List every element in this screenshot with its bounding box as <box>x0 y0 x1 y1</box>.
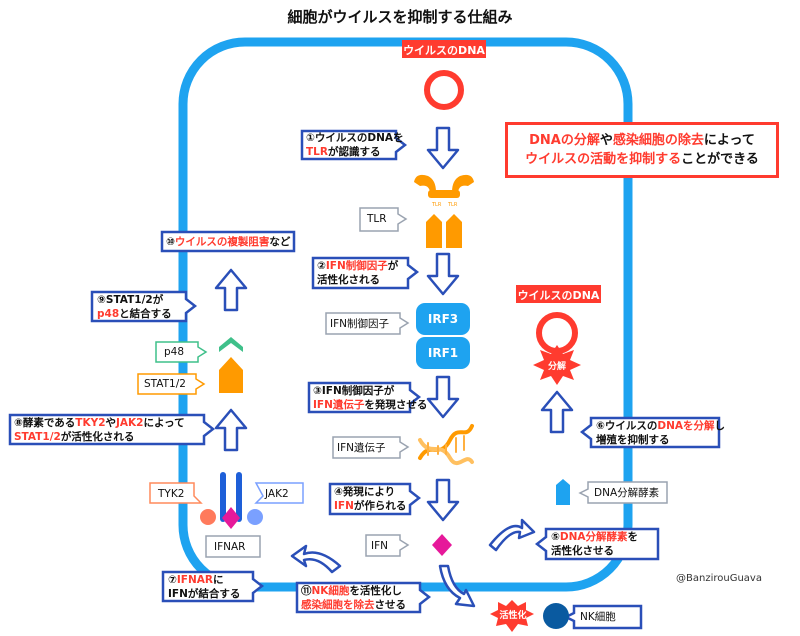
ifn-factor-label: IFN制御因子 <box>330 318 389 330</box>
step5-text: ⑤DNA分解酵素を活性化させる <box>551 531 639 557</box>
irf1-label: IRF1 <box>427 346 459 360</box>
tlr-receptor: TLR TLR <box>414 174 474 248</box>
irf3-label: IRF3 <box>427 312 459 326</box>
activate-label: 活性化 <box>499 611 527 621</box>
p48-label-box <box>155 341 208 363</box>
step7-box <box>161 570 265 603</box>
virus-right-label: ウイルスのDNA <box>517 289 600 302</box>
msg-infected-cell-removal: 感染細胞の除去 <box>612 133 704 148</box>
diagram-title: 細胞がウイルスを抑制する仕組み <box>287 8 513 26</box>
stat-shape <box>219 357 243 393</box>
stat-label-box <box>137 373 206 395</box>
tlr-label-box <box>359 207 408 232</box>
virus-top-chip <box>402 40 486 58</box>
step3-box <box>307 381 422 414</box>
curved-arrow-to-enzyme <box>488 518 536 552</box>
step11-box <box>295 581 432 614</box>
step2-text: ②IFN制御因子が活性化される <box>317 260 399 286</box>
msg-ya: や <box>599 133 613 148</box>
step6-box <box>579 416 721 449</box>
nk-cell-label: NK細胞 <box>580 611 616 623</box>
tlr-letters-right: TLR <box>447 202 458 208</box>
tyk2-label: TYK2 <box>158 488 185 500</box>
step8-text: ⑧酵素であるTKY2やJAK2によって STAT1/2が活性化される <box>14 417 185 443</box>
ifn-gene-helix <box>418 424 474 466</box>
ifn-factor-label-box <box>325 312 410 335</box>
step2-box <box>311 256 420 290</box>
ifn-label-box <box>365 534 410 557</box>
activate-burst <box>490 600 534 632</box>
step4-box <box>328 482 422 516</box>
ifn-diamond <box>432 534 452 556</box>
msg-dna-degradation: DNAの分解 <box>529 133 600 148</box>
tlr-letters-left: TLR <box>431 202 442 208</box>
jak2-label: JAK2 <box>265 488 289 500</box>
step10-box <box>160 230 296 253</box>
msg-suppress-virus: ウイルスの活動を抑制する <box>525 152 682 167</box>
step9-box <box>90 290 198 323</box>
ifn-gene-label: IFN遺伝子 <box>337 442 386 454</box>
step10-text: ⑩ウイルスの複製阻害など <box>166 236 291 248</box>
irf1-block <box>416 337 470 369</box>
viral-dna-ring <box>424 70 464 110</box>
step5-box <box>534 527 660 561</box>
msg-niyotte: によって <box>703 133 755 148</box>
irf3-block <box>416 303 470 335</box>
ifn-gene-label-box <box>332 436 410 459</box>
dna-enzyme-shape <box>556 479 570 505</box>
degrade-label: 分解 <box>547 362 566 372</box>
step11-text: ⑪NK細胞を活性化し 感染細胞を除去させる <box>301 585 406 611</box>
degrade-burst <box>533 345 581 385</box>
step1-box <box>300 129 408 161</box>
curved-arrow-to-nk <box>438 564 476 608</box>
step6-text: ⑥ウイルスのDNAを分解し増殖を抑制する <box>596 420 726 446</box>
nk-box <box>563 604 643 630</box>
nk-cell <box>543 603 569 629</box>
ifnar-label: IFNAR <box>214 541 246 553</box>
main-message: DNAの分解や感染細胞の除去によって ウイルスの活動を抑制することができる <box>505 122 779 178</box>
p48-shape <box>219 337 243 352</box>
tyk2-label-box <box>149 482 203 504</box>
step8-box <box>8 413 216 446</box>
dna-enzyme-label: DNA分解酵素 <box>594 487 660 499</box>
dna-enzyme-label-box <box>578 481 668 504</box>
virus-top-label: ウイルスのDNA <box>403 44 485 57</box>
stat-label: STAT1/2 <box>144 378 186 390</box>
msg-dekiru: ことができる <box>681 152 759 167</box>
tlr-label: TLR <box>367 213 387 225</box>
p48-label: p48 <box>164 346 185 358</box>
virus-right-chip <box>516 285 601 303</box>
ifnar-receptor <box>200 472 263 529</box>
curved-arrow-to-ifnar <box>290 544 342 574</box>
jak2-label-box <box>254 482 304 504</box>
ifn-label: IFN <box>371 540 388 552</box>
ifnar-label-box <box>205 535 261 558</box>
credit: @BanzirouGuava <box>676 573 762 584</box>
